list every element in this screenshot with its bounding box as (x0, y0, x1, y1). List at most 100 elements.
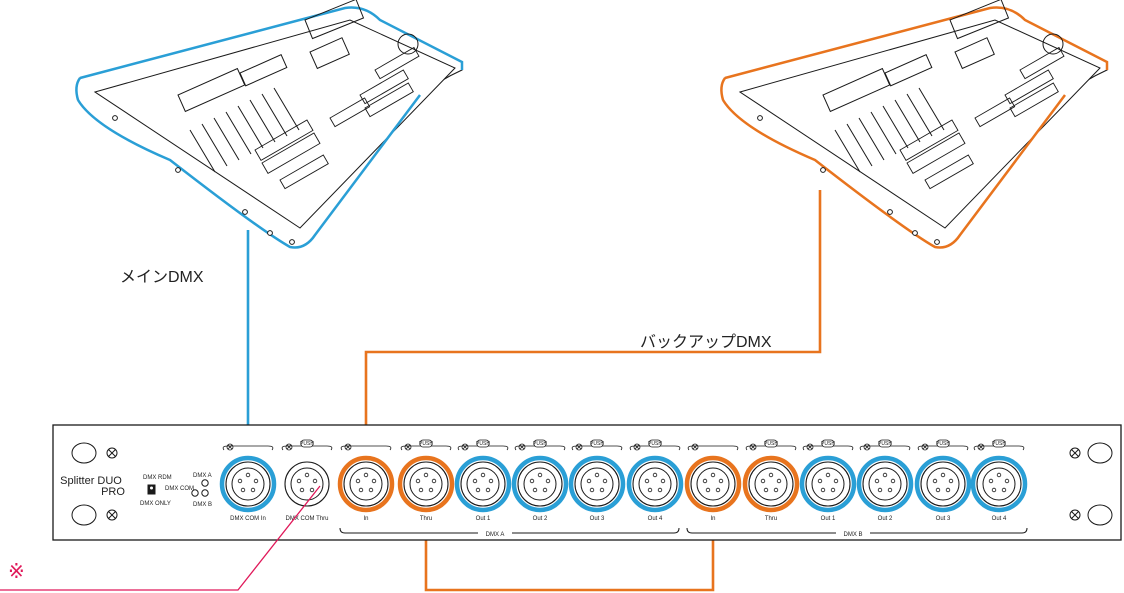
xlr-connector-3[interactable]: In (337, 443, 395, 522)
pin (472, 478, 478, 484)
pin (652, 472, 658, 478)
connector-face (231, 467, 265, 501)
connector-label: Thru (420, 516, 432, 522)
led-label-com: DMX COM (165, 486, 194, 492)
connection-ring (397, 455, 455, 513)
connector-body (862, 461, 908, 507)
connector-body (225, 461, 271, 507)
connection-ring (742, 455, 800, 513)
push-latch[interactable] (648, 439, 662, 448)
connector-label: Out 3 (590, 516, 605, 522)
connector-face (754, 467, 788, 501)
pin (599, 487, 605, 493)
connection-ring (626, 455, 684, 513)
push-latch[interactable] (936, 439, 950, 448)
push-latch[interactable] (533, 439, 547, 448)
pin (1004, 478, 1010, 484)
pin (760, 478, 766, 484)
pin (657, 487, 663, 493)
push-latch[interactable] (300, 439, 314, 448)
connector-label: Out 1 (476, 516, 491, 522)
push-latch[interactable] (590, 439, 604, 448)
note-mark: ※ (8, 559, 25, 583)
push-latch[interactable] (821, 439, 835, 448)
pin (991, 487, 997, 493)
pin (820, 487, 826, 493)
push-label: PUSH (936, 441, 950, 447)
pin (660, 478, 666, 484)
pin (887, 487, 893, 493)
pin (647, 487, 653, 493)
push-label: PUSH (878, 441, 892, 447)
pin (250, 487, 256, 493)
xlr-connector-9[interactable]: In (684, 443, 742, 522)
led-label-b: DMX B (193, 502, 212, 508)
connection-ring (914, 455, 972, 513)
pin (480, 472, 486, 478)
xlr-connector-2[interactable]: PUSH DMX COM Thru (281, 439, 333, 522)
push-latch[interactable] (992, 439, 1006, 448)
pin (529, 478, 535, 484)
pin (428, 487, 434, 493)
pin (768, 472, 774, 478)
splitter-unit: Splitter DUO PRO DMX RDM DMX ONLY DMX A … (52, 424, 1122, 541)
connector-face (982, 467, 1016, 501)
pin (874, 478, 880, 484)
push-label: PUSH (533, 441, 547, 447)
push-label: PUSH (300, 441, 314, 447)
connector-label: In (363, 516, 368, 522)
connector-body (574, 461, 620, 507)
pin (945, 487, 951, 493)
connector-label: Out 4 (648, 516, 663, 522)
push-latch[interactable] (878, 439, 892, 448)
group-label-b: DMX B (843, 532, 862, 538)
pin (363, 472, 369, 478)
xlr-connector-1[interactable]: DMX COM In (219, 443, 277, 522)
pin (309, 487, 315, 493)
pin (296, 478, 302, 484)
pin (312, 478, 318, 484)
connector-face (290, 467, 324, 501)
backup-dmx-label: バックアップDMX (640, 333, 772, 351)
rack-ear-right (1069, 442, 1113, 526)
pin (475, 487, 481, 493)
pin (245, 472, 251, 478)
pin (542, 487, 548, 493)
push-latch[interactable] (764, 439, 778, 448)
rdm-switch (147, 484, 156, 495)
pin (368, 487, 374, 493)
switch-label-top: DMX RDM (143, 475, 172, 481)
xlr-connector-8[interactable]: PUSH Out 4 (626, 439, 684, 522)
push-latch[interactable] (419, 439, 433, 448)
connector-label: Out 1 (821, 516, 836, 522)
group-label-a: DMX A (486, 532, 505, 538)
connector-body (976, 461, 1022, 507)
connector-body (632, 461, 678, 507)
led-label-a: DMX A (193, 473, 212, 479)
pin (763, 487, 769, 493)
connector-label: Thru (765, 516, 777, 522)
pin (532, 487, 538, 493)
push-label: PUSH (648, 441, 662, 447)
push-latch[interactable] (476, 439, 490, 448)
backup-lighting-console (720, 0, 1109, 249)
pin (237, 478, 243, 484)
housing-outline (222, 445, 274, 451)
connection-ring (219, 455, 277, 513)
connector-body (748, 461, 794, 507)
connection-ring (337, 455, 395, 513)
main-dmx-label: メインDMX (120, 269, 204, 286)
main-lighting-console (75, 0, 464, 249)
connection-ring (454, 455, 512, 513)
connector-label: DMX COM Thru (286, 516, 329, 522)
